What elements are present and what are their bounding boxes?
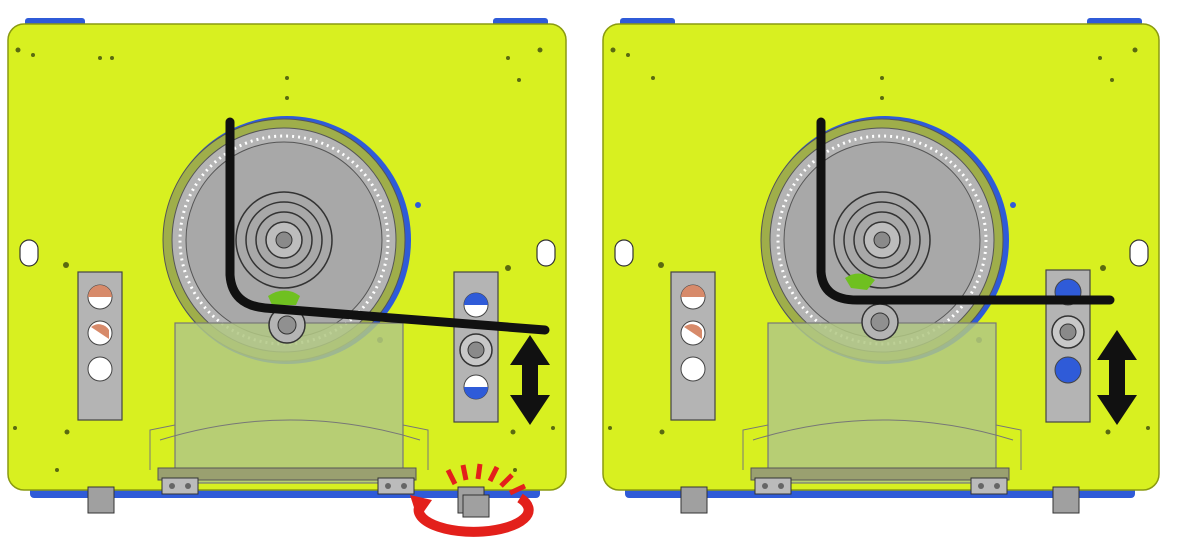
tray-curve [752, 419, 1014, 441]
tray-base [750, 467, 1010, 481]
left-guide-bracket [77, 271, 123, 421]
output-tray [174, 322, 404, 484]
tray-clamps [161, 477, 415, 495]
side-slot-right [1129, 239, 1149, 267]
output-tray [767, 322, 997, 484]
adjust-knob[interactable] [1052, 486, 1080, 514]
tray-curve [159, 419, 421, 441]
rotate-arrow-icon [410, 463, 534, 537]
tray-clamps [754, 477, 1008, 495]
double-arrow-vertical-icon [510, 335, 550, 425]
right-diagram-panel [595, 0, 1175, 546]
plate-holes [13, 47, 555, 472]
right-guide-bracket [453, 271, 499, 423]
side-slot-left [614, 239, 634, 267]
left-diagram-panel [0, 0, 580, 546]
side-slot-left [19, 239, 39, 267]
cable-path [816, 117, 1115, 305]
tray-base [157, 467, 417, 481]
left-diagram-svg [7, 18, 567, 537]
foot-left [87, 486, 115, 514]
side-slot-right [536, 239, 556, 267]
left-guide-bracket [670, 271, 716, 421]
double-arrow-vertical-icon [1097, 330, 1137, 425]
cable-path [225, 117, 550, 335]
plate-holes [608, 47, 1150, 435]
foot-left [680, 486, 708, 514]
right-guide-bracket [1045, 269, 1091, 423]
right-diagram-svg [602, 18, 1160, 514]
